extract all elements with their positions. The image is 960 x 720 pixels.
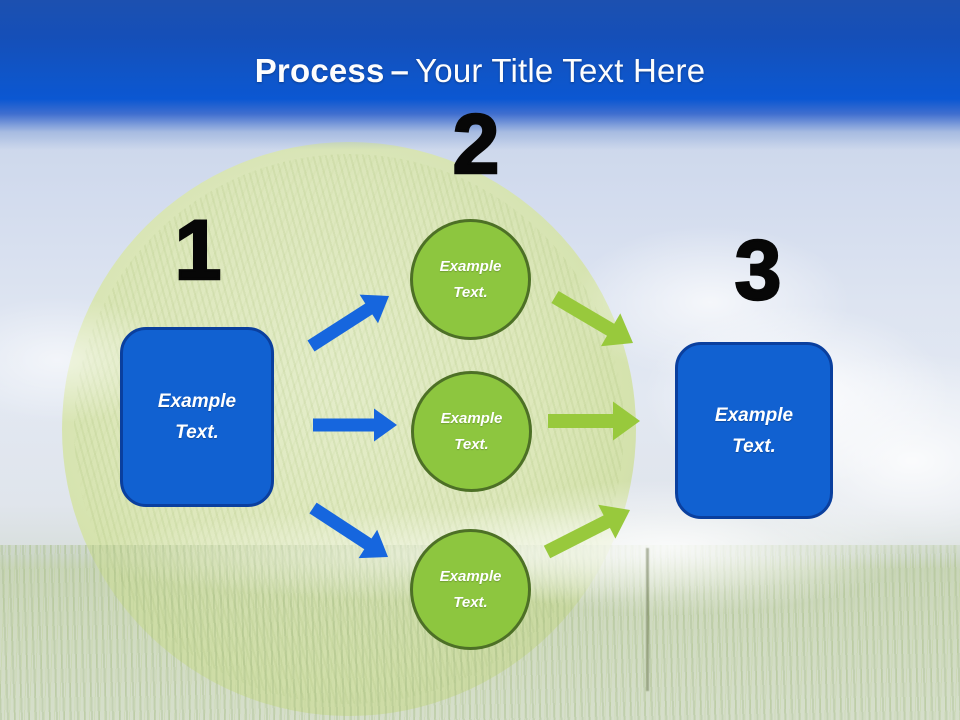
process-box-step-3-label: Example Text. [714, 404, 794, 457]
process-box-step-1: Example Text. [120, 327, 274, 507]
process-circle-middle-label: Example Text. [440, 409, 503, 453]
process-circle-top-label: Example Text. [439, 257, 502, 301]
process-circle-top: Example Text. [410, 219, 531, 340]
step-number-2: 2 [451, 97, 500, 191]
process-box-step-1-label: Example Text. [157, 391, 237, 443]
step-number-3: 3 [733, 223, 782, 317]
process-circle-middle: Example Text. [411, 371, 532, 492]
background-grass-streak [646, 548, 649, 691]
process-circle-bottom-label: Example Text. [439, 567, 502, 611]
step-number-1: 1 [173, 203, 222, 297]
title-bold-text: Process [254, 52, 385, 89]
process-circle-bottom: Example Text. [410, 529, 531, 650]
slide-title: Process–Your Title Text Here [0, 52, 960, 90]
title-regular-text: Your Title Text Here [415, 52, 706, 89]
title-bar: Process–Your Title Text Here [0, 0, 960, 150]
process-box-step-3: Example Text. [675, 342, 833, 519]
title-dash: – [390, 52, 410, 89]
